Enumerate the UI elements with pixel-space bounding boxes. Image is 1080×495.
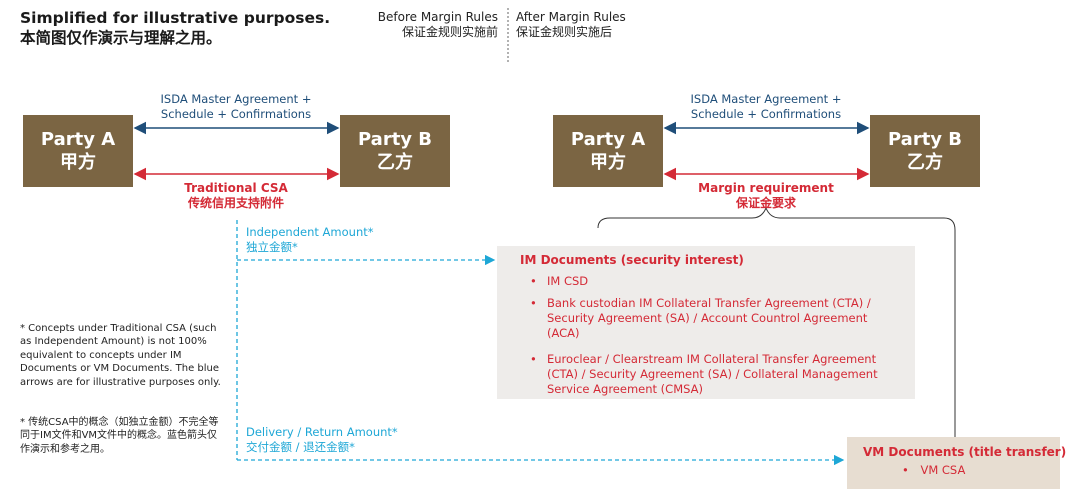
page-title: Simplified for illustrative purposes. 本简…	[20, 8, 330, 48]
delivery-amount-en: Delivery / Return Amount*	[246, 425, 398, 439]
independent-amount-en: Independent Amount*	[246, 225, 374, 239]
right-party-b-en: Party B	[887, 129, 963, 150]
left-csa-label: Traditional CSA 传统信用支持附件	[136, 181, 336, 211]
im-item-text: Bank custodian IM Collateral Transfer Ag…	[547, 296, 871, 340]
right-party-a: Party A 甲方	[553, 115, 663, 187]
im-item-text: Euroclear / Clearstream IM Collateral Tr…	[547, 352, 878, 396]
delivery-amount-zh: 交付金额 / 退还金额*	[246, 440, 355, 454]
right-party-b-zh: 乙方	[907, 152, 943, 173]
im-documents-box	[497, 246, 915, 399]
header-before: Before Margin Rules 保证金规则实施前	[378, 10, 498, 40]
right-party-a-zh: 甲方	[590, 152, 626, 173]
right-margin-zh: 保证金要求	[735, 196, 796, 210]
im-item-3: • Euroclear / Clearstream IM Collateral …	[530, 352, 900, 397]
left-party-a-en: Party A	[40, 129, 116, 150]
header-after: After Margin Rules 保证金规则实施后	[516, 10, 626, 40]
im-item-2: • Bank custodian IM Collateral Transfer …	[530, 296, 900, 341]
delivery-amount-label: Delivery / Return Amount* 交付金额 / 退还金额*	[246, 425, 398, 455]
vm-documents-title: VM Documents (title transfer)	[863, 445, 1067, 459]
bullet: •	[902, 463, 909, 477]
note-en: * Concepts under Traditional CSA (such a…	[20, 323, 221, 388]
left-party-b-zh: 乙方	[377, 152, 413, 173]
header-before-en: Before Margin Rules	[377, 10, 498, 24]
header-after-en: After Margin Rules	[516, 10, 626, 24]
im-documents-title: IM Documents (security interest)	[520, 253, 744, 267]
right-party-a-en: Party A	[570, 129, 646, 150]
left-isda-line1: ISDA Master Agreement +	[160, 92, 312, 106]
right-isda-line2: Schedule + Confirmations	[690, 107, 842, 121]
right-margin-label: Margin requirement 保证金要求	[666, 181, 866, 211]
bullet: •	[530, 352, 537, 366]
right-margin-en: Margin requirement	[698, 181, 834, 195]
vm-documents-box	[847, 437, 1060, 489]
header-after-zh: 保证金规则实施后	[516, 25, 613, 39]
left-party-b: Party B 乙方	[340, 115, 450, 187]
im-item-text: IM CSD	[547, 274, 589, 288]
bullet: •	[530, 296, 537, 310]
title-en: Simplified for illustrative purposes.	[20, 9, 331, 27]
header-before-zh: 保证金规则实施前	[401, 25, 498, 39]
left-isda-line2: Schedule + Confirmations	[160, 107, 312, 121]
left-party-a: Party A 甲方	[23, 115, 133, 187]
right-party-b: Party B 乙方	[870, 115, 980, 187]
vm-item-1: • VM CSA	[902, 463, 965, 477]
independent-amount-label: Independent Amount* 独立金额*	[246, 225, 374, 255]
im-item-1: • IM CSD	[530, 274, 900, 289]
left-csa-en: Traditional CSA	[184, 181, 288, 195]
independent-amount-zh: 独立金额*	[246, 240, 298, 254]
bullet: •	[530, 274, 537, 288]
title-zh: 本简图仅作演示与理解之用。	[20, 29, 222, 47]
note-zh: * 传统CSA中的概念（如独立金额）不完全等同于IM文件和VM文件中的概念。蓝色…	[20, 417, 219, 455]
left-party-a-zh: 甲方	[60, 152, 96, 173]
vm-item-text: VM CSA	[920, 463, 966, 477]
right-isda-label: ISDA Master Agreement + Schedule + Confi…	[666, 92, 866, 122]
left-party-b-en: Party B	[357, 129, 433, 150]
margin-brace	[597, 206, 956, 437]
left-isda-label: ISDA Master Agreement + Schedule + Confi…	[136, 92, 336, 122]
right-isda-line1: ISDA Master Agreement +	[690, 92, 842, 106]
left-csa-zh: 传统信用支持附件	[187, 196, 284, 210]
